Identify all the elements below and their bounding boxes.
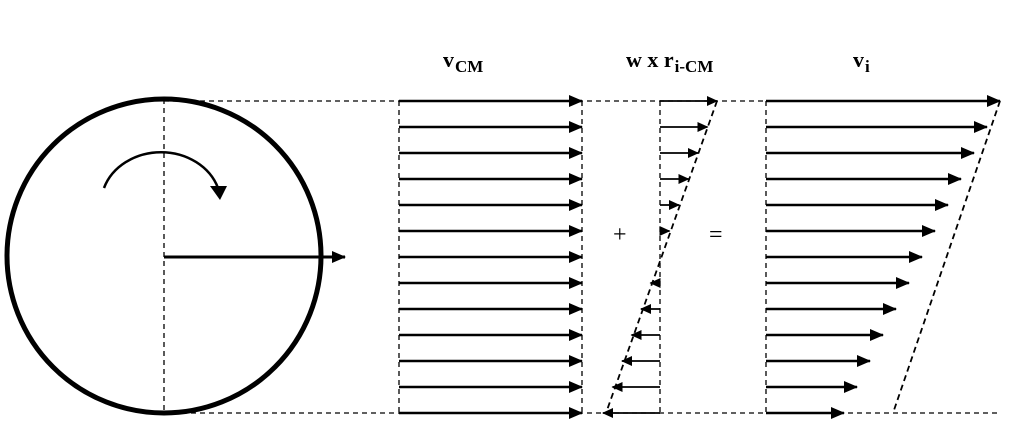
equals-sign: = [709,222,723,248]
vcm-arrow-group [399,95,583,419]
rolling-disk [4,96,346,416]
rotation-arrow-group [602,96,718,418]
vi-arrow-group [766,95,1001,419]
plus-sign: + [613,222,627,248]
label-v-cm: vCM [443,47,484,76]
rotation-arrow-icon [102,150,220,189]
vi-profile-line [892,100,1001,414]
rotation-arrowhead-icon [210,186,227,200]
rotation-profile-line [605,100,718,414]
label-w-x-r-i-cm: w x ri-CM [626,47,714,76]
label-v-i: vi [853,47,870,76]
